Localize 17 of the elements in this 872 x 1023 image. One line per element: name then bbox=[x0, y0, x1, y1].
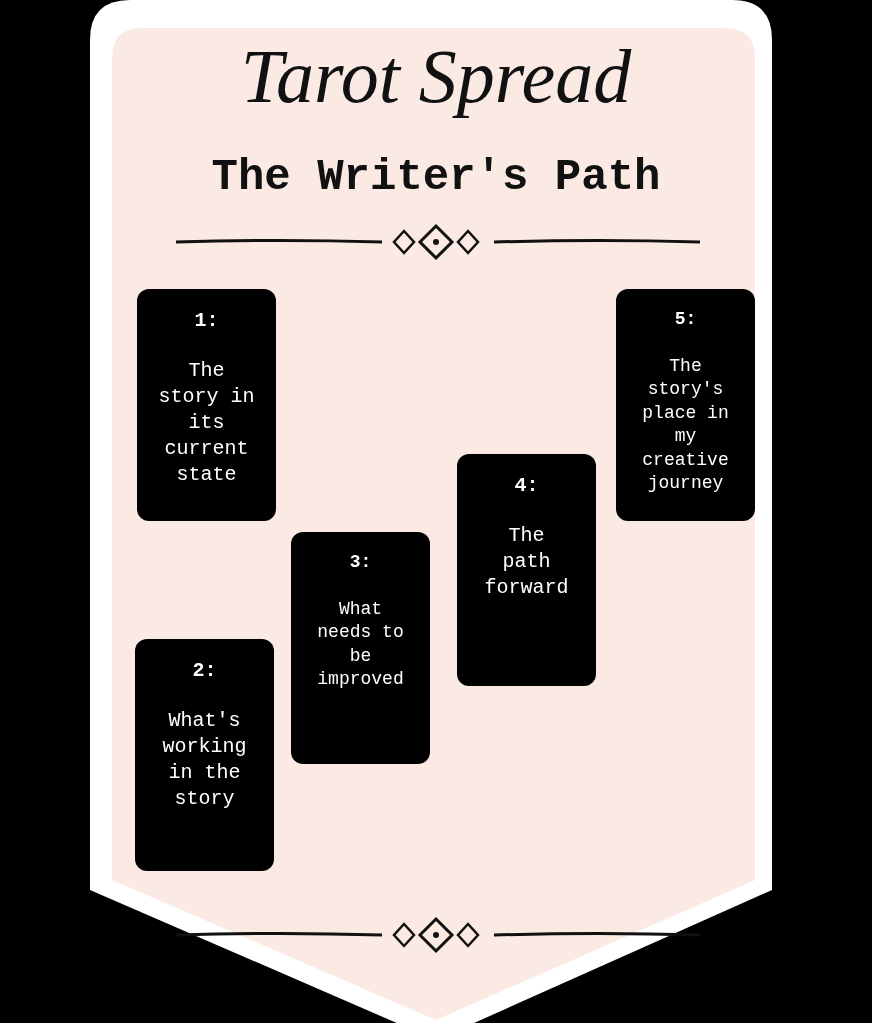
card-meaning: The path forward bbox=[483, 523, 570, 601]
card-number: 1: bbox=[194, 309, 219, 332]
subtitle: The Writer's Path bbox=[211, 152, 661, 202]
card-meaning: The story in its current state bbox=[157, 358, 256, 488]
card-meaning: What needs to be improved bbox=[316, 598, 405, 692]
tarot-card bbox=[291, 532, 430, 764]
card-meaning: The story's place in my creative journey bbox=[641, 355, 730, 495]
card-number: 3: bbox=[349, 552, 372, 572]
title: Tarot Spread bbox=[240, 34, 632, 118]
card-number: 4: bbox=[514, 474, 539, 497]
tarot-card bbox=[137, 289, 276, 521]
tarot-card bbox=[616, 289, 755, 521]
tarot-card bbox=[135, 639, 274, 871]
card-meaning: What's working in the story bbox=[161, 708, 248, 812]
card-number: 2: bbox=[192, 659, 217, 682]
card-number: 5: bbox=[674, 309, 697, 329]
tarot-card bbox=[457, 454, 596, 686]
